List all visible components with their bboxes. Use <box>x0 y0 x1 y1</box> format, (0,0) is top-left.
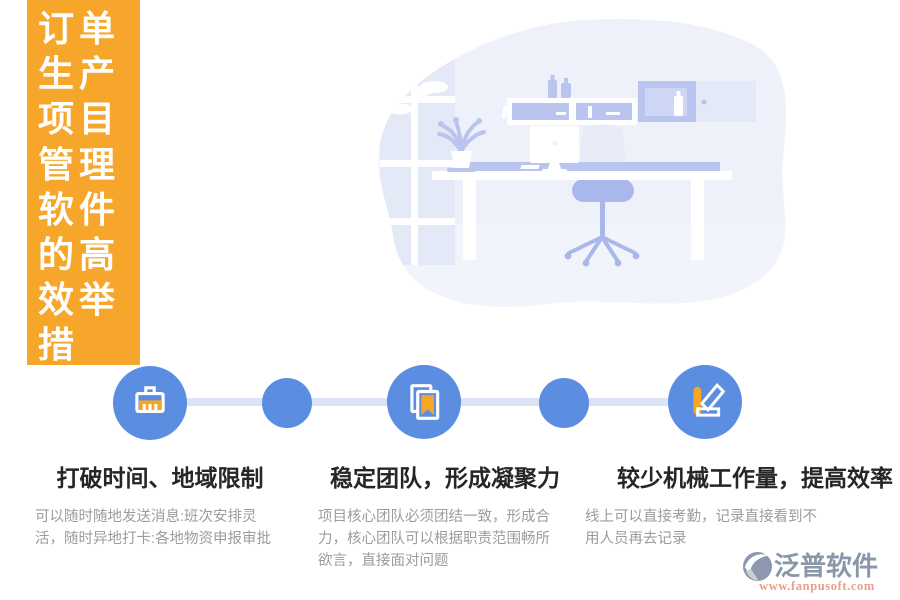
website-url[interactable]: www.fanpusoft.com <box>759 579 875 593</box>
step-description-3: 线上可以直接考勤，记录直接看到不用人员再去记录 <box>585 509 817 547</box>
timeline-node-3 <box>668 365 742 439</box>
desk <box>432 162 732 260</box>
logo-text: 泛普软件 <box>774 551 879 581</box>
step-title-3: 较少机械工作量，提高效率 <box>617 466 893 491</box>
pen-ruler-icon <box>693 383 726 417</box>
office-illustration-svg <box>378 19 787 307</box>
fanpu-logo-icon <box>742 551 773 582</box>
step-title-2: 稳定团队，形成凝聚力 <box>330 466 560 491</box>
timeline-dot-1 <box>262 378 312 428</box>
title-banner: 订单生产项目管理软件的高效举措 <box>27 0 140 365</box>
page-title: 订单生产项目管理软件的高效举措 <box>38 9 121 366</box>
office-illustration <box>360 10 805 320</box>
monitor <box>520 126 579 173</box>
step-description-2: 项目核心团队必须团结一致，形成合力，核心团队可以根据职责范围畅所欲言，直接面对问… <box>318 509 550 569</box>
wall-cabinet <box>638 81 756 122</box>
brush-icon <box>135 386 165 413</box>
logo-row: 泛普软件 <box>742 551 892 582</box>
timeline-node-2 <box>387 365 461 439</box>
bookmark-icon <box>410 384 440 420</box>
plant <box>437 117 486 172</box>
timeline-node-1 <box>113 366 187 440</box>
footer-logo[interactable]: 泛普软件 www.fanpusoft.com <box>742 551 892 594</box>
step-description-1: 可以随时随地发送消息:班次安排灵活，随时异地打卡:各地物资申报审批 <box>35 509 272 547</box>
wall-shelf <box>501 75 637 125</box>
window <box>380 30 455 265</box>
timeline-dot-2 <box>539 378 589 428</box>
step-title-1: 打破时间、地域限制 <box>56 466 264 491</box>
